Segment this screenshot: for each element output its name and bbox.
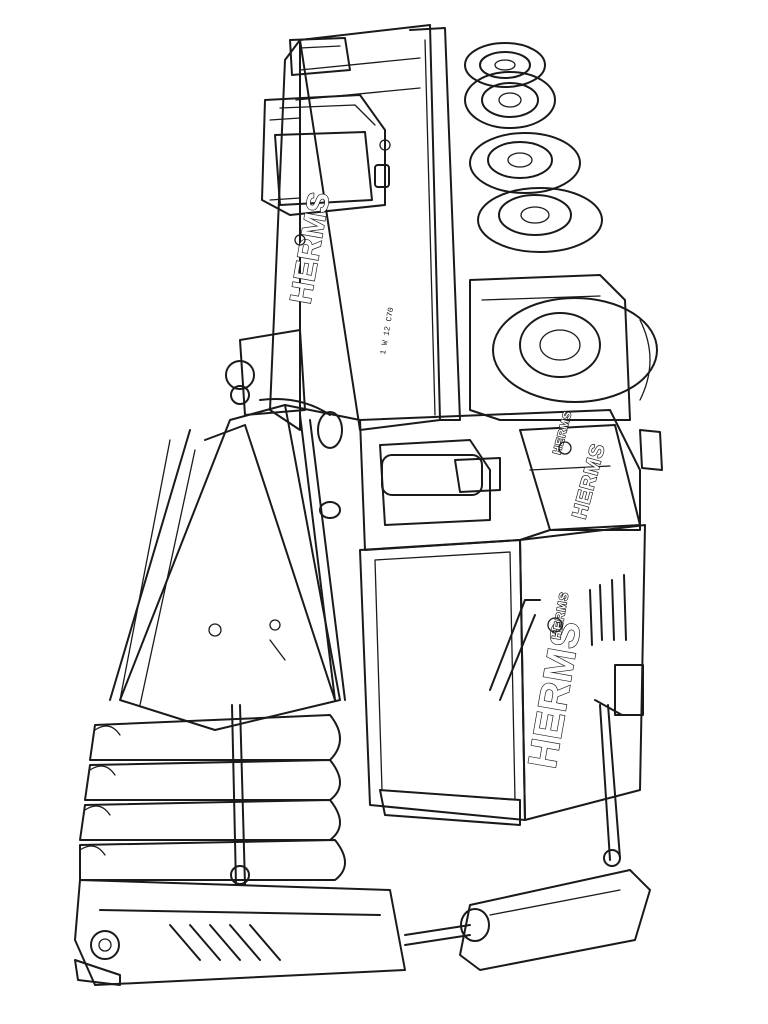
boom-head [74, 704, 406, 986]
plate-text: 1 W 12 C70 [379, 306, 396, 355]
wheel-1 [464, 42, 546, 88]
wheel-2 [464, 71, 556, 129]
wheel-5-front [492, 297, 658, 403]
driver-cab [359, 409, 663, 826]
rear-wheels [464, 42, 658, 403]
carrier-chassis [225, 24, 461, 431]
brand-front-text: HERMS [569, 441, 610, 521]
telescopic-boom [109, 398, 361, 731]
wheel-4 [477, 187, 603, 253]
brand-top-text: HERMS [284, 189, 336, 306]
operator-cab [261, 37, 391, 216]
fender [469, 274, 631, 421]
hook-block [404, 699, 651, 971]
wheel-3 [469, 132, 581, 194]
